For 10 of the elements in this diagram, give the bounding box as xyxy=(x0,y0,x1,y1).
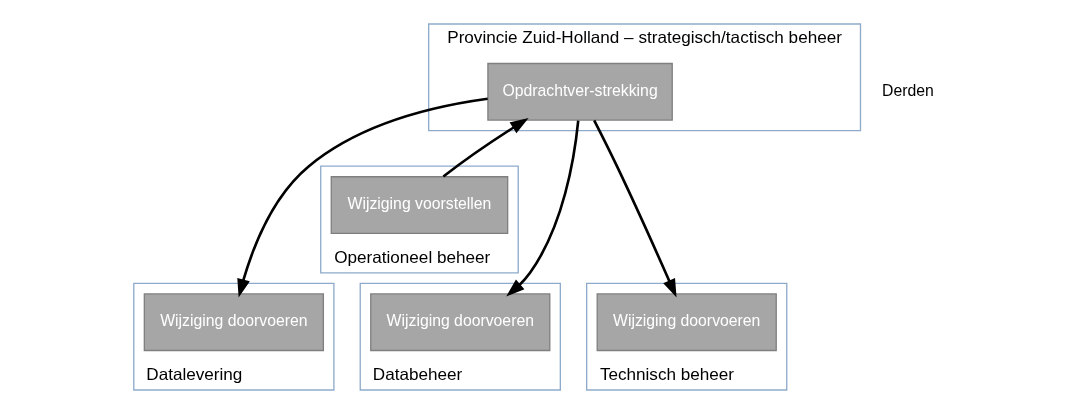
node-box: Wijziging doorvoeren xyxy=(370,293,551,352)
arrow xyxy=(593,119,677,298)
node-box: Opdrachtver-strekking xyxy=(487,62,673,121)
label: Derden xyxy=(881,81,934,99)
node-box: Wijziging voorstellen xyxy=(330,176,509,234)
arrow xyxy=(442,118,529,178)
arrow xyxy=(506,120,580,297)
arrow xyxy=(237,97,488,298)
node-box: Wijziging doorvoeren xyxy=(596,293,777,352)
node-box: Wijziging doorvoeren xyxy=(143,293,325,352)
